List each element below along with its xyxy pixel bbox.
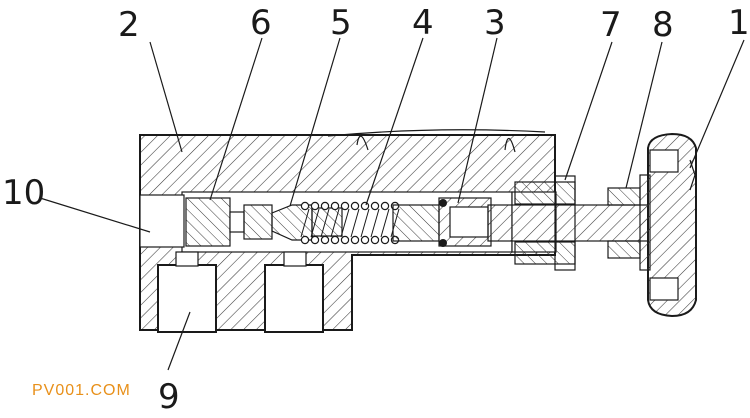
lock-nut xyxy=(514,175,576,271)
callout-9: 9 xyxy=(158,377,180,417)
callout-5: 5 xyxy=(330,3,352,43)
leader-lines xyxy=(39,37,745,371)
spring-coil-section xyxy=(310,201,320,211)
spring-coil-section xyxy=(360,201,370,211)
spring-coil-section xyxy=(370,201,380,211)
callout-2: 2 xyxy=(118,5,140,45)
callout-1: 1 xyxy=(728,3,750,43)
spring-coil-section xyxy=(310,235,320,245)
spring-coil-section xyxy=(320,235,330,245)
spring-coil-section xyxy=(300,235,310,245)
spring-coil-link xyxy=(320,208,330,238)
spring-coil-link xyxy=(340,208,350,238)
spring-coil-link xyxy=(330,208,340,238)
watermark-text: PV001.COM xyxy=(32,382,131,399)
spring-coil-section xyxy=(330,201,340,211)
spring-coil-section xyxy=(380,201,390,211)
callout-labels: 2 6 5 4 3 7 8 1 10 9 xyxy=(2,3,750,417)
spring-coil-section xyxy=(340,201,350,211)
spring-coil-link xyxy=(300,208,310,238)
callout-4: 4 xyxy=(412,3,434,43)
valve-seat xyxy=(185,197,273,247)
callout-8: 8 xyxy=(652,5,674,45)
retaining-clip xyxy=(327,129,546,153)
spring-coil-section xyxy=(320,201,330,211)
spring-coil-link xyxy=(380,208,390,238)
spring-coil-link xyxy=(360,208,370,238)
spring-coil-section xyxy=(370,235,380,245)
spring-coil-section xyxy=(330,235,340,245)
callout-3: 3 xyxy=(484,3,506,43)
callout-7: 7 xyxy=(600,5,622,45)
guide-piston xyxy=(392,197,492,247)
spring-coil-section xyxy=(380,235,390,245)
adjusting-stem xyxy=(487,204,649,242)
poppet-cone xyxy=(271,204,343,241)
handwheel-knob xyxy=(639,132,697,318)
spring-coil-section xyxy=(340,235,350,245)
spring-coil-section xyxy=(350,235,360,245)
spring-coil-section xyxy=(350,201,360,211)
spring-coil-link xyxy=(350,208,360,238)
callout-6: 6 xyxy=(250,3,272,43)
spring-coil-section xyxy=(300,201,310,211)
spring-coil-link xyxy=(310,208,320,238)
callout-10: 10 xyxy=(2,173,45,213)
spring-coil-link xyxy=(370,208,380,238)
spring-coil-section xyxy=(360,235,370,245)
